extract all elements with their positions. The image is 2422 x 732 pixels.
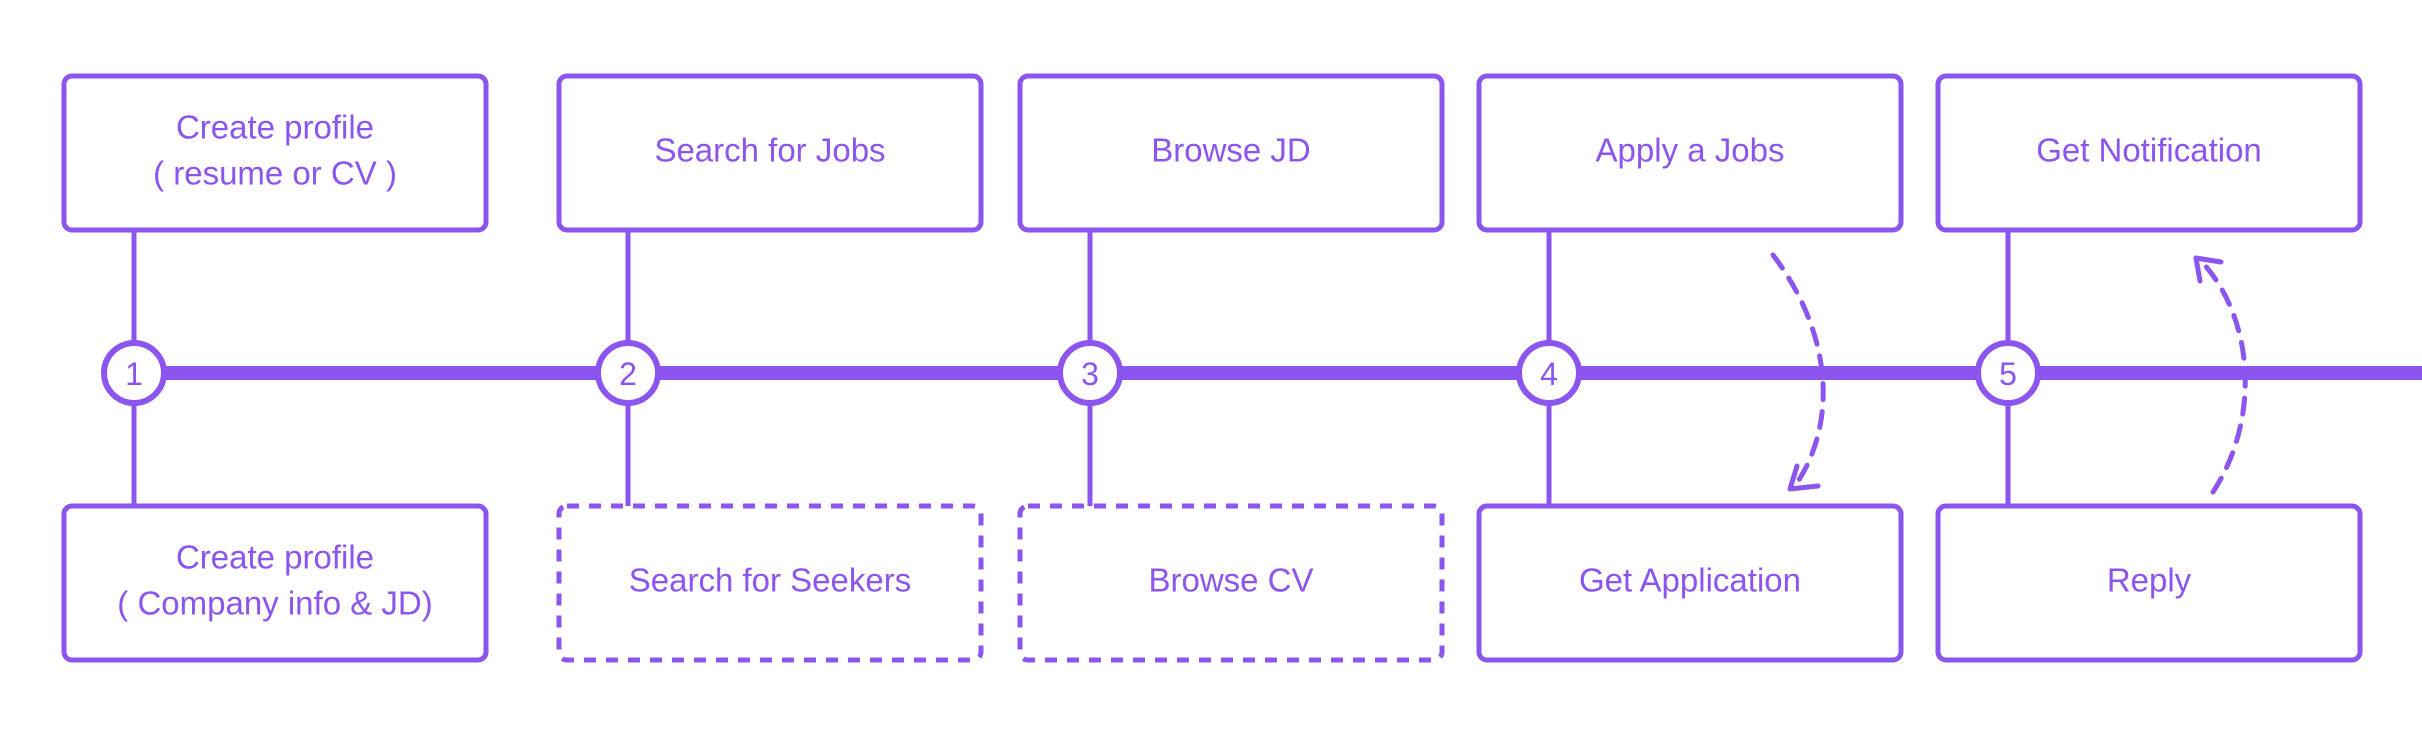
flow-arrow-down [1770,252,1826,489]
step-4-top-label: Apply a Jobs [1596,132,1785,169]
step-5-top-box [1935,73,2363,233]
step-1-bottom-label: ( Company info & JD) [117,585,432,622]
connector-layer [131,230,2422,506]
arrow-layer [1770,252,2248,495]
step-1-bottom-label: Create profile [176,539,374,576]
step-number-3: 3 [1081,356,1099,392]
flow-arrow-up [2199,259,2248,495]
step-4-bottom-label: Get Application [1579,562,1801,599]
step-number-2: 2 [619,356,637,392]
step-3-top-box [1017,73,1445,233]
step-3-bottom-box [1017,503,1445,663]
step-3-bottom-label: Browse CV [1148,562,1313,599]
step-1-top-box [61,73,489,233]
step-5-bottom-box [1935,503,2363,663]
step-node-4 [1516,340,1582,406]
step-node-5 [1975,340,2041,406]
step-number-1: 1 [125,356,143,392]
step-node-1 [101,340,167,406]
step-4-bottom-box [1476,503,1904,663]
step-5-bottom-label: Reply [2107,562,2192,599]
step-3-top-label: Browse JD [1151,132,1311,169]
node-layer: 1 2 3 4 5 [101,340,2041,406]
step-4-top-box [1476,73,1904,233]
step-2-top-box [556,73,984,233]
step-5-top-label: Get Notification [2036,132,2262,169]
step-number-5: 5 [1999,356,2017,392]
step-2-bottom-label: Search for Seekers [629,562,911,599]
arrowhead-up-icon [2193,255,2224,284]
step-node-3 [1057,340,1123,406]
step-2-bottom-box [556,503,984,663]
step-2-top-label: Search for Jobs [654,132,885,169]
step-number-4: 4 [1540,356,1558,392]
step-node-2 [595,340,661,406]
box-layer: Create profile ( resume or CV ) Create pro… [61,73,2363,663]
step-1-top-label: Create profile [176,109,374,146]
arrowhead-down-icon [1787,463,1821,492]
step-1-bottom-box [61,503,489,663]
step-1-top-label: ( resume or CV ) [153,155,397,192]
